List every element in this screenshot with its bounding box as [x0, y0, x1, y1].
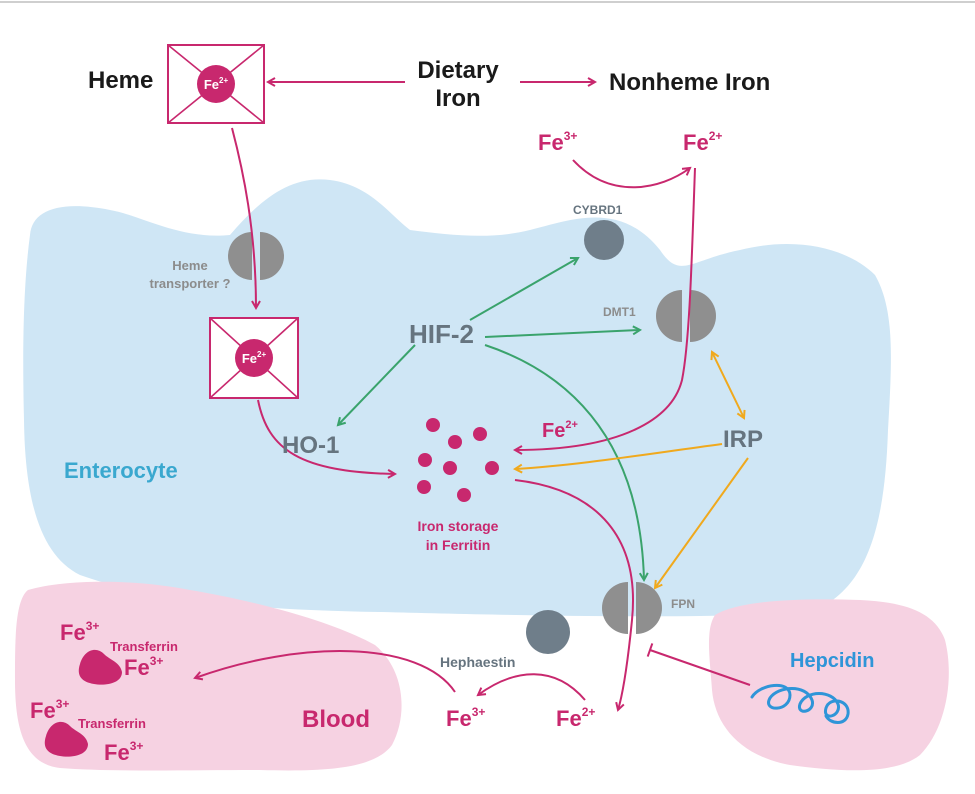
transferrin1-fe3-bottom: Fe3+ — [124, 654, 163, 680]
arrow-fe3-to-blood — [195, 650, 456, 693]
hepcidin-peptide-icon — [750, 684, 850, 724]
hepcidin-label: Hepcidin — [790, 650, 874, 672]
arrow-hif2-to-dmt1 — [484, 330, 640, 338]
fe2-export-label: Fe2+ — [556, 705, 595, 731]
svg-text:Fe2+: Fe2+ — [242, 350, 267, 366]
heme-box-inner: Fe2+ — [209, 317, 299, 399]
fe3-dietary-label: Fe3+ — [538, 129, 577, 155]
arrow-fe2-to-ferritin — [515, 167, 696, 450]
transferrin2-fe3-bottom: Fe3+ — [104, 739, 143, 765]
arrow-fe3-to-fe2 — [572, 159, 690, 189]
hepcidin-region — [708, 599, 949, 771]
dietary-iron-label-line1: Dietary — [417, 57, 499, 84]
arrow-heme-uptake — [231, 127, 256, 308]
fpn-label: FPN — [671, 597, 695, 611]
arrow-irp-to-ferritin — [515, 443, 723, 469]
arrow-irp-dmt1 — [712, 352, 744, 418]
transferrin-label-1: Transferrin — [110, 639, 178, 654]
dietary-iron-label-line2: Iron — [435, 85, 480, 112]
arrow-hif2-to-fpn — [484, 344, 644, 580]
heme-label: Heme — [88, 67, 153, 94]
fpn-transporter-icon — [602, 582, 662, 634]
heme-transporter-icon — [228, 232, 284, 280]
iron-storage-label-line2: in Ferritin — [426, 537, 491, 553]
dmt1-transporter-icon — [656, 290, 716, 342]
heme-transporter-label-line2: transporter ? — [150, 276, 231, 291]
transferrin-icon-1 — [78, 649, 122, 685]
transferrin-label-2: Transferrin — [78, 716, 146, 731]
transferrin1-fe3-top: Fe3+ — [60, 619, 99, 645]
arrow-irp-to-fpn — [655, 457, 749, 588]
irp-label: IRP — [723, 426, 763, 453]
arrow-hif2-to-ho1 — [338, 344, 416, 425]
fe2-cytosol-label: Fe2+ — [542, 419, 578, 442]
hepcidin-inhibition-line — [646, 643, 751, 686]
fe3-export-label: Fe3+ — [446, 705, 485, 731]
ferritin-iron-dots — [417, 418, 499, 502]
ho1-label: HO-1 — [282, 432, 339, 459]
enterocyte-label: Enterocyte — [64, 458, 178, 483]
transferrin-icon-2 — [44, 721, 88, 757]
arrow-fe2-to-fe3 — [478, 673, 586, 701]
fe2-dietary-label: Fe2+ — [683, 129, 722, 155]
cybrd1-icon — [584, 220, 624, 260]
hephaestin-label: Hephaestin — [440, 654, 515, 670]
cybrd1-label: CYBRD1 — [573, 203, 623, 217]
heme-iron-inner-icon — [235, 339, 273, 377]
heme-box-top: Fe2+ — [167, 44, 265, 124]
heme-transporter-label-line1: Heme — [172, 258, 207, 273]
nonheme-iron-label: Nonheme Iron — [609, 69, 770, 96]
blood-label: Blood — [302, 706, 370, 733]
arrow-ferritin-to-export — [514, 479, 634, 710]
hephaestin-icon — [526, 610, 570, 654]
arrow-hif2-to-cybrd1 — [469, 258, 578, 321]
svg-text:Fe2+: Fe2+ — [204, 76, 229, 92]
heme-iron-icon — [197, 65, 235, 103]
iron-storage-label-line1: Iron storage — [418, 518, 499, 534]
transferrin2-fe3-top: Fe3+ — [30, 697, 69, 723]
arrow-heme-to-ferritin — [257, 399, 395, 474]
blood-region — [15, 581, 402, 771]
hif2-label: HIF-2 — [409, 319, 474, 349]
enterocyte-cell — [23, 179, 891, 617]
dmt1-label: DMT1 — [603, 305, 636, 319]
